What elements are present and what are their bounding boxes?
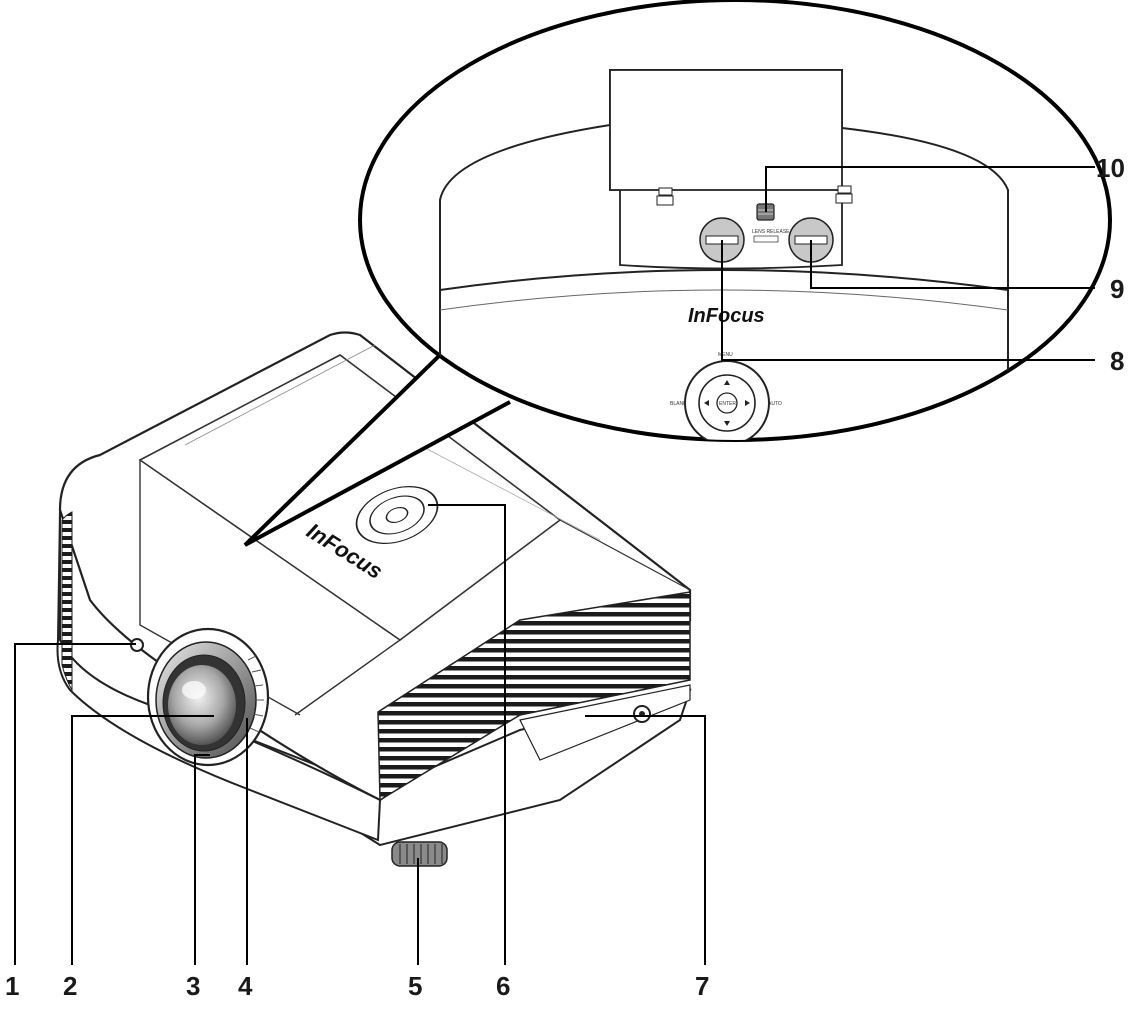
callout-numbers: 1 2 3 4 5 6 7 8 9 10 xyxy=(5,153,1125,1001)
callout-brand-logo: InFocus xyxy=(688,305,765,327)
callout-9: 9 xyxy=(1110,274,1124,304)
callout-6: 6 xyxy=(496,971,510,1001)
keypad-menu-label: MENU xyxy=(718,352,733,358)
callout-5: 5 xyxy=(408,971,422,1001)
callout-7: 7 xyxy=(695,971,709,1001)
callout-2: 2 xyxy=(63,971,77,1001)
elevator-foot xyxy=(391,841,448,867)
lens-release-label: LENS RELEASE xyxy=(752,229,790,235)
callout-4: 4 xyxy=(238,971,253,1001)
lens-assembly xyxy=(146,627,270,767)
keypad xyxy=(355,486,439,544)
magnifier-callout: LENS RELEASE InFocus MENU BLANK xyxy=(243,0,1112,547)
callout-keypad: MENU BLANK AUTO ENTER xyxy=(670,352,782,440)
callout-8: 8 xyxy=(1110,346,1124,376)
keypad-blank-label: BLANK xyxy=(670,401,687,407)
callout-1: 1 xyxy=(5,971,19,1001)
keypad-enter-label: ENTER xyxy=(719,401,736,407)
leader-lines xyxy=(14,166,1095,965)
callout-3: 3 xyxy=(186,971,200,1001)
callout-10: 10 xyxy=(1096,153,1125,183)
keypad-auto-label: AUTO xyxy=(768,401,782,407)
